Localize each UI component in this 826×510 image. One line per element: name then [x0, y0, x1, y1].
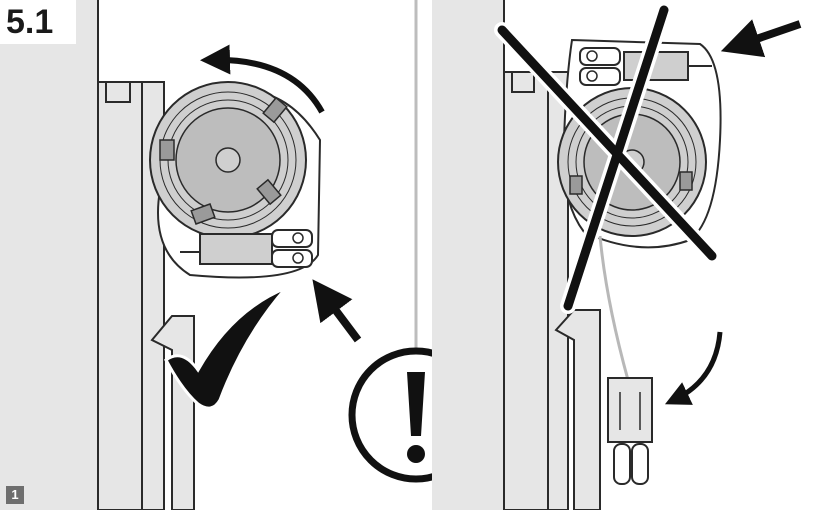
- hanging-fiber-plug: [608, 378, 652, 484]
- pointer-arrow-icon: [322, 292, 358, 340]
- right-panel-incorrect: [432, 0, 800, 510]
- fiber-reel-correct: [150, 82, 320, 278]
- reel-hub: [216, 148, 240, 172]
- figure-number-badge: 1: [6, 486, 24, 504]
- left-panel-correct: [0, 0, 358, 510]
- right-wall-backplate: [432, 0, 504, 510]
- hanging-fiber-cable: [600, 236, 628, 380]
- left-rail-outer: [98, 82, 142, 510]
- step-number-label: 5.1: [0, 0, 76, 44]
- pointer-arrow-icon: [736, 24, 800, 46]
- left-wall-backplate: [0, 0, 98, 510]
- swing-arrow-icon: [674, 332, 720, 400]
- right-rail-outer: [504, 72, 548, 510]
